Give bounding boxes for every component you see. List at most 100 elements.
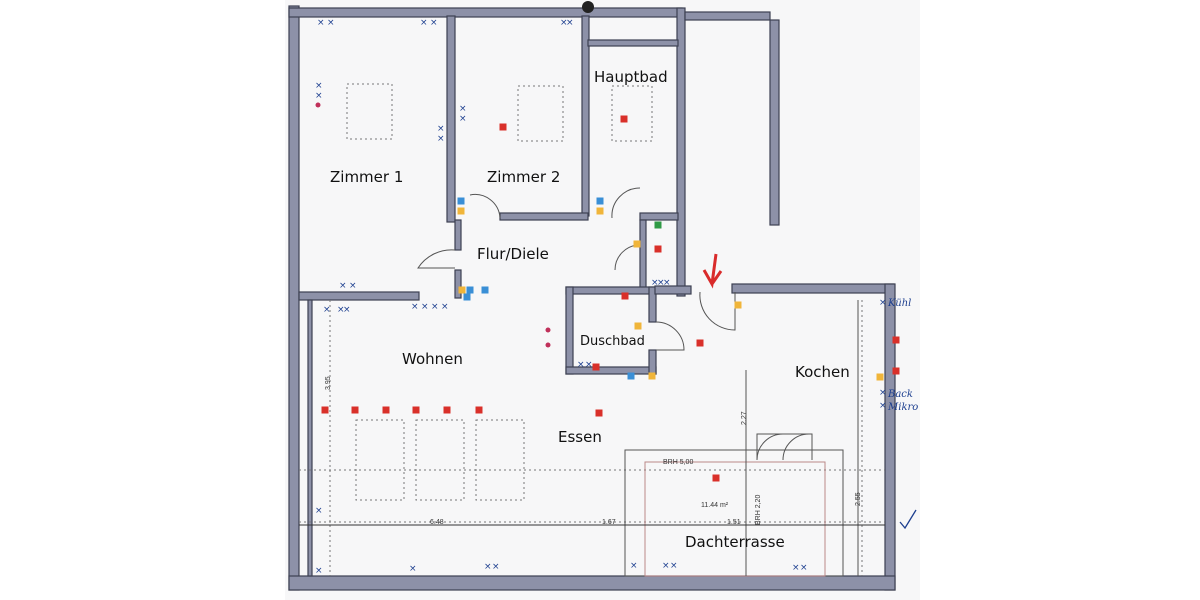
x-mark-icon: × (409, 564, 417, 574)
marker-red (654, 245, 662, 253)
x-mark-icon: × (662, 561, 670, 571)
x-mark-icon: × (663, 278, 671, 288)
x-mark-icon: × (411, 302, 419, 312)
wall-right-upper (769, 19, 780, 226)
dim-1: 1.51 (727, 519, 741, 526)
marker-red (892, 367, 900, 375)
note-mikro: Mikro (887, 402, 918, 413)
note-kuehl: Kühl (887, 298, 911, 309)
x-mark-icon: × (437, 134, 445, 144)
wall-top (288, 7, 683, 18)
x-mark-icon: × (566, 18, 574, 28)
marker-yellow (648, 372, 656, 380)
marker-red (892, 336, 900, 344)
door-entrance (699, 291, 736, 331)
marker-blue (627, 372, 635, 380)
wall-outer-right (884, 283, 896, 591)
door-hauptbad (611, 187, 641, 219)
wall-zimmer1-bottom (298, 291, 420, 301)
marker-yellow (634, 322, 642, 330)
x-mark-icon: × (585, 360, 593, 370)
x-mark-icon: × (315, 566, 323, 576)
x-mark-icon: × (315, 81, 323, 91)
label-flur: Flur/Diele (477, 245, 549, 263)
wall-hauptbad-bottom (639, 212, 679, 221)
x-mark-icon: × (459, 114, 467, 124)
marker-dot (315, 102, 321, 108)
x-mark-icon: × (879, 298, 887, 308)
pin-icon (582, 1, 594, 13)
label-essen: Essen (558, 428, 602, 446)
note-back: Back (887, 389, 913, 400)
marker-yellow (876, 373, 884, 381)
marker-red (475, 406, 483, 414)
x-mark-icon: × (339, 281, 347, 291)
wall-inner-left (307, 299, 313, 577)
x-mark-icon: × (800, 563, 808, 573)
label-duschbad: Duschbad (580, 334, 645, 349)
x-mark-icon: × (430, 18, 438, 28)
x-mark-icon: × (421, 302, 429, 312)
marker-yellow (633, 240, 641, 248)
marker-blue (466, 286, 474, 294)
doors (417, 187, 813, 461)
x-mark-icon: × (431, 302, 439, 312)
label-dachterrasse: Dachterrasse (685, 533, 785, 551)
label-zimmer1: Zimmer 1 (330, 168, 403, 186)
wall-outer-left (288, 5, 300, 591)
x-mark-icon: × (657, 278, 665, 288)
marker-dot (545, 327, 551, 333)
x-mark-icon: × (630, 561, 638, 571)
marker-red (620, 115, 628, 123)
marker-red (595, 409, 603, 417)
marker-red (499, 123, 507, 131)
x-mark-icon: × (484, 562, 492, 572)
walls (288, 5, 896, 591)
x-mark-icon: × (879, 388, 887, 398)
dashed-markings (299, 83, 885, 576)
label-zimmer2: Zimmer 2 (487, 168, 560, 186)
marker-yellow (734, 301, 742, 309)
marker-red (321, 406, 329, 414)
x-mark-icon: × (337, 305, 345, 315)
wall-zimmer2-bottom (499, 212, 589, 221)
marker-red (712, 474, 720, 482)
entrance-arrow-icon (702, 253, 723, 289)
wall-duschbad-top (565, 286, 657, 295)
wall-duschbad-right (648, 286, 657, 323)
x-mark-icon: × (327, 18, 335, 28)
wall-bottom (288, 575, 896, 591)
marker-red (412, 406, 420, 414)
dim-5: 6.48 (430, 519, 444, 526)
dim-6: 3.95 (325, 376, 332, 390)
x-mark-icon: × (323, 305, 331, 315)
marker-yellow (457, 207, 465, 215)
terrace-area: 11.44 m² (701, 502, 729, 509)
terrace-outline (299, 300, 885, 577)
x-mark-icon: × (792, 563, 800, 573)
label-kochen: Kochen (795, 363, 850, 381)
door-zimmer1 (417, 249, 456, 269)
marker-red (443, 406, 451, 414)
wall-flur-left (454, 219, 462, 251)
marker-red (382, 406, 390, 414)
x-mark-icon: × (349, 281, 357, 291)
marker-dot (545, 342, 551, 348)
marker-red (696, 339, 704, 347)
marker-red (621, 292, 629, 300)
marker-blue (481, 286, 489, 294)
marker-yellow (596, 207, 604, 215)
wall-duschbad-left (565, 286, 574, 375)
dim-4: 1.67 (602, 519, 616, 526)
x-mark-icon: × (560, 18, 568, 28)
marker-blue (463, 293, 471, 301)
marker-blue (457, 197, 465, 205)
wall-flur-left-lower (454, 269, 462, 299)
marker-green (654, 221, 662, 229)
door-terrace (756, 433, 813, 461)
x-mark-icon: × (459, 104, 467, 114)
wall-entry-left (654, 285, 692, 295)
x-mark-icon: × (420, 18, 428, 28)
marker-red (351, 406, 359, 414)
x-mark-icon: × (317, 18, 325, 28)
